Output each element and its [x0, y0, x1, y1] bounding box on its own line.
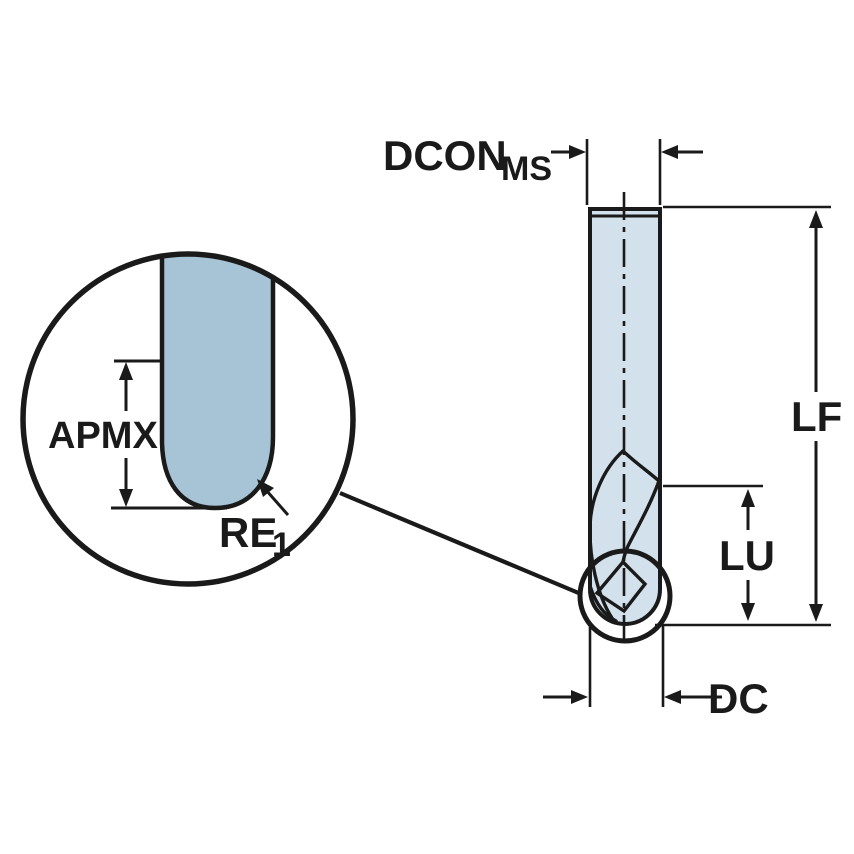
dimension-apmx: APMX [48, 359, 227, 510]
dimension-dcon: DCON MS [383, 132, 703, 205]
dcon-label-subscript: MS [501, 150, 552, 188]
lf-label: LF [791, 393, 842, 440]
dc-arrowhead-right [664, 690, 681, 704]
re1-arrowhead [257, 479, 274, 497]
flute-curve-right [621, 449, 661, 483]
tool-body-group [588, 192, 662, 650]
re1-label: RE [219, 509, 277, 556]
lu-arrowhead-down [741, 603, 755, 621]
lu-label: LU [719, 532, 775, 579]
apmx-arrowhead-down [119, 489, 133, 507]
lf-arrowhead-up [809, 210, 823, 228]
dimension-re1: RE 1 [219, 479, 291, 564]
dimension-lu: LU [663, 484, 775, 621]
apmx-label: APMX [48, 415, 158, 457]
apmx-arrowhead-up [119, 362, 133, 380]
dimension-dc: DC [543, 625, 769, 722]
detail-leader-line [339, 491, 582, 596]
lu-arrowhead-up [741, 489, 755, 507]
dcon-arrowhead-right [661, 145, 678, 159]
tip-facet [594, 559, 648, 614]
dc-label: DC [708, 675, 769, 722]
magnified-tip-fill [162, 254, 273, 508]
detail-circle-outline [20, 251, 356, 587]
tip-heel-curve [588, 584, 618, 623]
detail-indicator-circle [577, 548, 673, 644]
dc-arrowhead-left [571, 690, 588, 704]
lf-arrowhead-down [809, 604, 823, 622]
dcon-arrowhead-left [569, 145, 586, 159]
re1-label-subscript: 1 [272, 526, 291, 564]
flute-spiral [621, 479, 661, 564]
dimension-lf: LF [655, 205, 842, 627]
re1-arrow-shaft [264, 489, 290, 516]
dcon-label: DCON [383, 132, 507, 179]
detail-view-group: APMX RE 1 [20, 251, 356, 587]
